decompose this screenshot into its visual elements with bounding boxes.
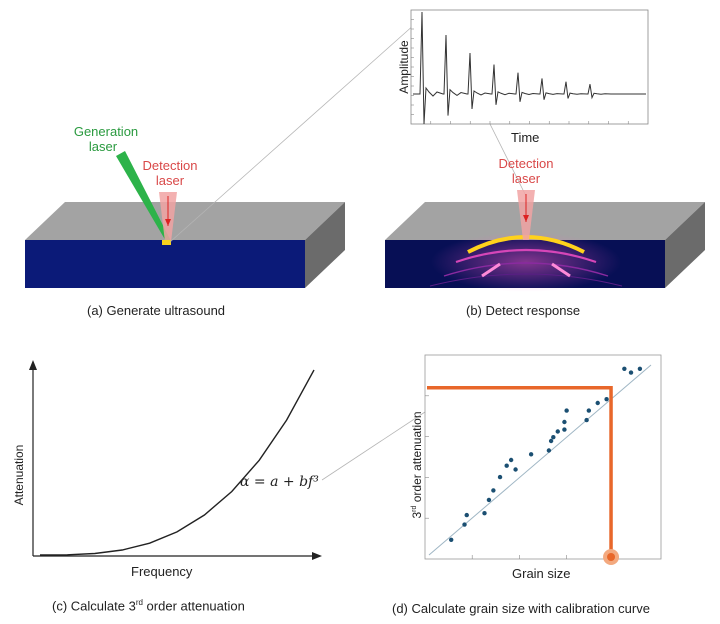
calibration-data-point xyxy=(528,452,534,457)
grain-size-result-core xyxy=(607,553,616,561)
calibration-data-point xyxy=(497,474,503,480)
generation-laser-label: Generation laser xyxy=(70,124,142,154)
generation-laser-label-line1: Generation xyxy=(73,124,139,139)
caption-c-sup: rd xyxy=(135,598,143,607)
panel-d xyxy=(424,354,662,565)
detection-laser-label-a: Detection laser xyxy=(136,158,204,188)
attenuation-x-arrow xyxy=(312,552,322,560)
wave-vector-left xyxy=(481,262,501,278)
calibration-data-point xyxy=(462,522,467,527)
calibration-data-point xyxy=(486,497,492,503)
wavefront-secondary xyxy=(455,248,597,264)
calibration-ylabel-sup: rd xyxy=(411,505,418,512)
wave-field-glow xyxy=(431,232,621,292)
signal-ylabel: Amplitude xyxy=(397,40,411,94)
wavefront-quaternary xyxy=(429,273,623,287)
sample-block-top-b xyxy=(385,202,705,240)
calibration-data-point xyxy=(622,366,627,371)
generation-laser-label-line2: laser xyxy=(88,139,118,154)
grain-size-xlabel: Grain size xyxy=(512,566,571,581)
panel-b xyxy=(385,190,705,292)
attenuation-equation: α = a + bf³ xyxy=(240,474,319,490)
calibration-data-point xyxy=(564,408,569,413)
panel-c xyxy=(29,360,322,560)
calibration-data-point xyxy=(491,488,496,493)
calibration-data-point xyxy=(555,429,560,434)
calibration-data-point xyxy=(551,435,556,440)
detection-laser-label-b-line2: laser xyxy=(511,171,541,186)
signal-plot xyxy=(410,9,649,125)
signal-plot-frame xyxy=(410,9,649,125)
connector-line-3 xyxy=(321,411,426,481)
calibration-data-point xyxy=(595,400,600,406)
calibration-data-point xyxy=(508,457,514,463)
calibration-data-point xyxy=(562,419,567,425)
calibration-data-point xyxy=(504,463,509,468)
calibration-ylabel: 3rd order attenuation xyxy=(410,400,424,530)
detection-laser-arrowhead-a xyxy=(165,219,171,226)
calibration-data-point xyxy=(464,512,469,518)
caption-d: (d) Calculate grain size with calibratio… xyxy=(392,601,650,616)
caption-b: (b) Detect response xyxy=(466,303,581,318)
attenuation-y-arrow xyxy=(29,360,37,370)
caption-a: (a) Generate ultrasound xyxy=(87,303,226,318)
calibration-data-point xyxy=(584,417,589,423)
signal-xlabel: Time xyxy=(511,130,540,145)
detection-laser-label-a-line2: laser xyxy=(155,173,185,188)
caption-c: (c) Calculate 3rd order attenuation xyxy=(52,598,245,613)
sample-block-side-a xyxy=(305,202,345,288)
calibration-data-point xyxy=(586,408,592,413)
calibration-data-point xyxy=(513,467,518,472)
generation-spot xyxy=(162,240,171,245)
panel-a xyxy=(25,151,345,288)
calibration-ylabel-post: order attenuation xyxy=(410,411,424,506)
calibration-data-point xyxy=(628,370,634,375)
detection-laser-label-a-line1: Detection xyxy=(142,158,198,173)
attenuation-curve xyxy=(39,369,315,556)
detection-laser-arrowhead-b xyxy=(523,215,529,222)
signal-trace xyxy=(413,11,646,125)
caption-c-post: order attenuation xyxy=(142,598,245,614)
caption-c-pre: (c) Calculate 3 xyxy=(52,598,136,614)
sample-block-top-a xyxy=(25,202,345,240)
calibration-data-point xyxy=(546,448,552,453)
calibration-data-point xyxy=(604,397,609,402)
calibration-data-point xyxy=(562,427,567,432)
attenuation-ylabel: Attenuation xyxy=(12,444,26,506)
sample-block-face-a xyxy=(25,240,305,288)
generation-laser-beam xyxy=(116,151,171,243)
calibration-data-point xyxy=(449,537,454,542)
calibration-ylabel-pre: 3 xyxy=(410,511,424,519)
calibration-data-point xyxy=(548,438,554,444)
frequency-xlabel: Frequency xyxy=(131,564,193,579)
wave-vector-right xyxy=(551,262,571,278)
calibration-data-point xyxy=(482,511,487,516)
detection-laser-label-b-line1: Detection xyxy=(498,156,554,171)
wavefront-tertiary xyxy=(443,262,609,277)
sample-block-side-b xyxy=(665,202,705,288)
connector-line-1 xyxy=(169,23,416,243)
calibration-lookup-path xyxy=(427,386,613,557)
detection-laser-label-b: Detection laser xyxy=(492,156,560,186)
calibration-data-point xyxy=(637,366,643,371)
